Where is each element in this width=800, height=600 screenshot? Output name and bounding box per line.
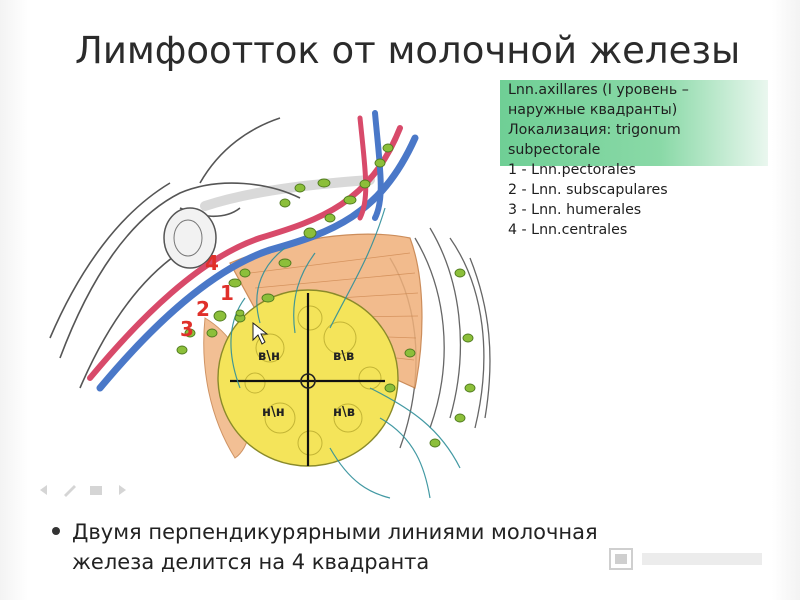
- bullet-line: Двумя перпендикурярными линиями молочная: [72, 520, 598, 544]
- node-number: 2: [196, 297, 210, 321]
- quadrant-label: в\н: [258, 349, 280, 364]
- info-line: 4 - Lnn.centrales: [508, 222, 628, 238]
- watermark-logo: [609, 548, 762, 570]
- humerus-icon: [163, 207, 217, 269]
- slide-right-edge: [772, 0, 800, 600]
- nipple-icon: [300, 373, 316, 389]
- info-highlight: [500, 80, 768, 166]
- info-line: 1 - Lnn.pectorales: [508, 162, 636, 178]
- bullet-text: Двумя перпендикурярными линиями молочная…: [72, 517, 752, 577]
- info-line: Lnn.axillares (I уровень –: [508, 82, 689, 98]
- info-box: Lnn.axillares (I уровень – наружные квад…: [500, 80, 768, 248]
- forward-arrow-icon: [119, 485, 126, 495]
- quadrant-label: в\в: [333, 349, 354, 364]
- info-line: 2 - Lnn. subscapulares: [508, 182, 668, 198]
- node-number: 4: [205, 251, 219, 275]
- pen-icon: [64, 485, 76, 497]
- lymph-nodes: [176, 143, 476, 448]
- clavicle-icon: [200, 175, 375, 211]
- back-arrow-icon: [40, 485, 47, 495]
- arm-outline: [49, 117, 301, 389]
- mouse-cursor-icon: [252, 321, 269, 345]
- bullet-point: Двумя перпендикурярными линиями молочная…: [52, 517, 772, 587]
- slide-title: Лимфоотток от молочной железы: [75, 29, 741, 72]
- bullet-dot-icon: [52, 527, 60, 535]
- info-line: 3 - Lnn. humerales: [508, 202, 642, 218]
- bullet-line: железа делится на 4 квадранта: [72, 550, 430, 574]
- info-line: наружные квадранты): [508, 102, 678, 118]
- slide-toolbar: [40, 485, 126, 497]
- info-line: Локализация: trigonum: [508, 122, 681, 138]
- quadrant-label: н\в: [333, 405, 355, 420]
- lymph-vessels: [230, 207, 461, 499]
- anatomy-diagram: 4 1 2 3 в\н в\в н\н н\в: [49, 110, 491, 499]
- node-number: 3: [180, 317, 194, 341]
- slide-left-edge: [0, 0, 28, 600]
- quadrant-label: н\н: [262, 405, 285, 420]
- node-number: 1: [220, 281, 234, 305]
- info-line: subpectorale: [508, 142, 601, 158]
- slides-icon: [90, 486, 102, 495]
